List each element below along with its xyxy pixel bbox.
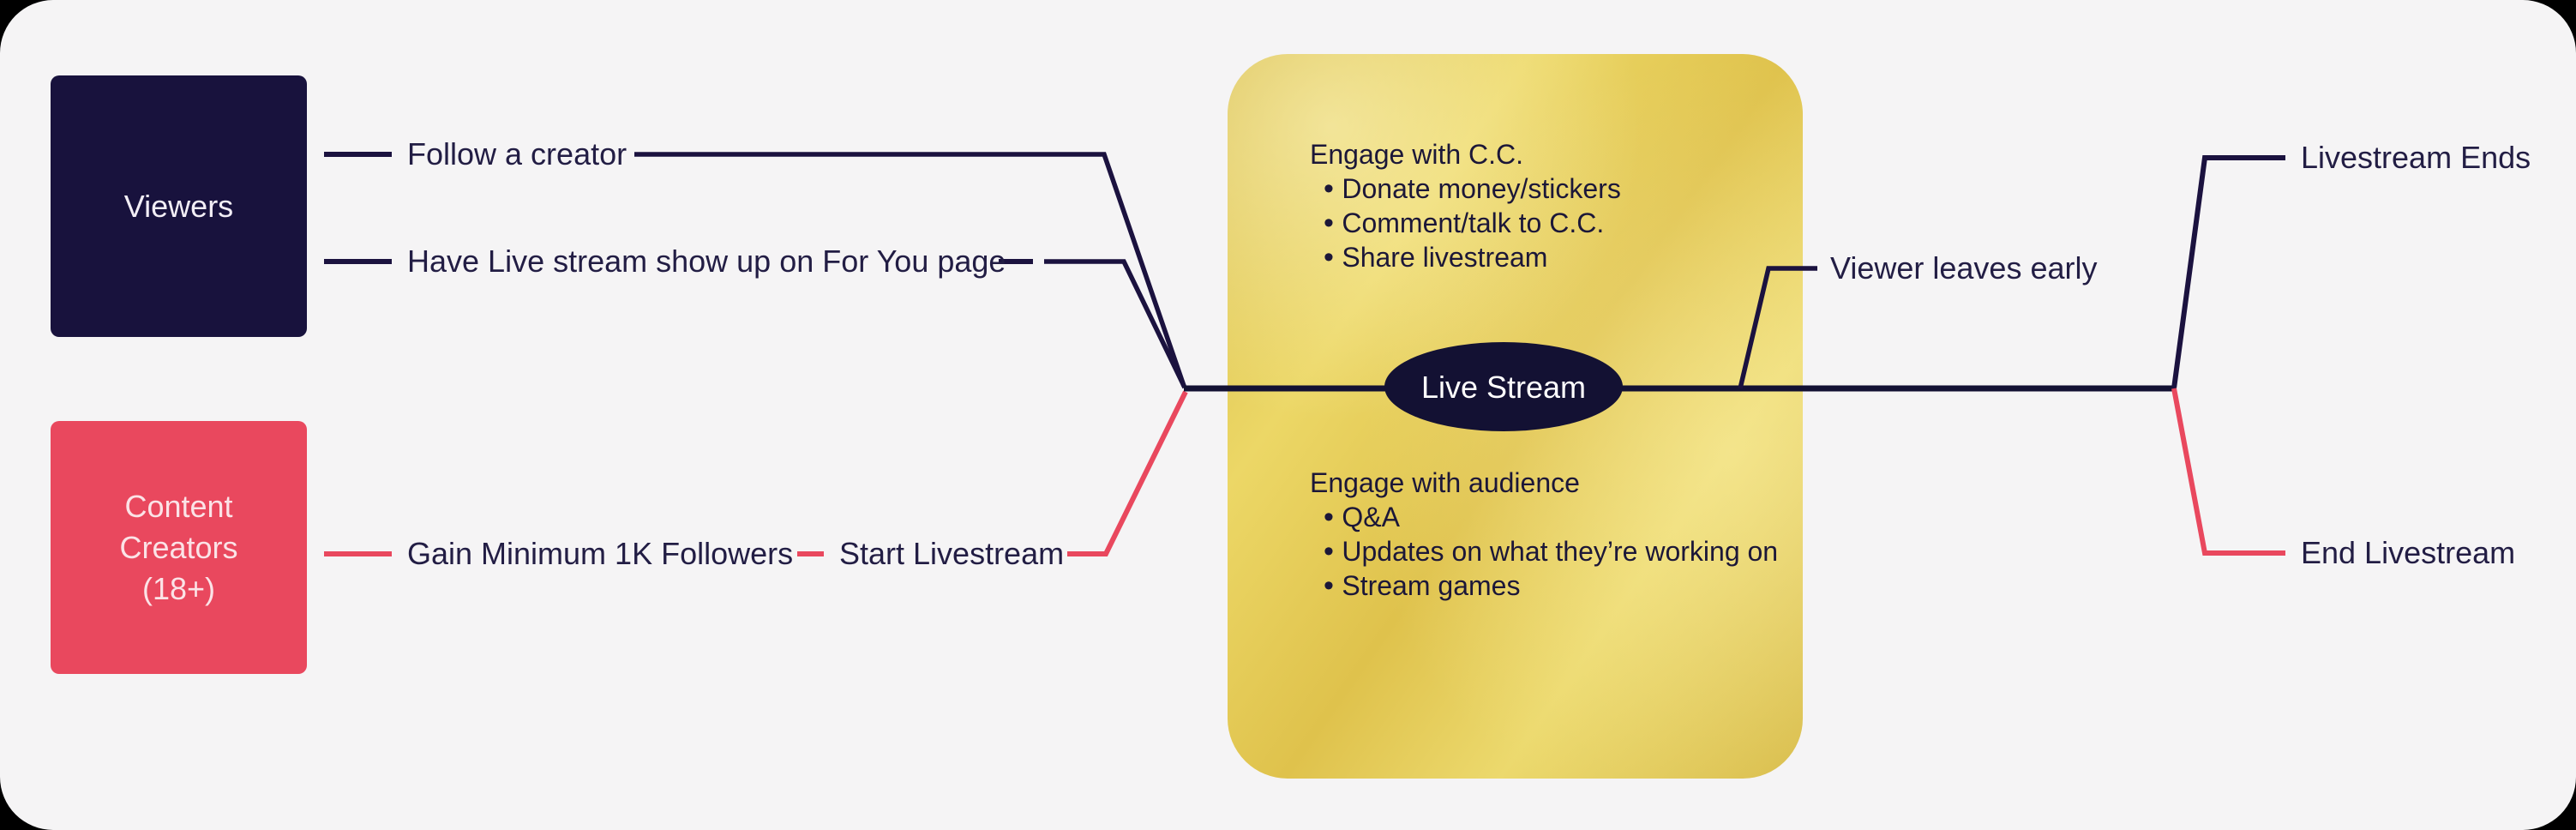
connector-viewer-leaves-branch [1738,266,1817,389]
connector-livestream-ends-branch [2171,155,2285,389]
bullet-item: Share livestream [1310,240,1621,274]
livestream-node-label: Live Stream [1421,370,1586,405]
content-creators-actor-box[interactable]: Content Creators (18+) [51,421,307,674]
outcome-viewer-leaves-early: Viewer leaves early [1830,250,2098,286]
connector-start-to-livestream [1067,390,1188,556]
outcome-livestream-ends: Livestream Ends [2301,140,2531,175]
viewers-actor-box[interactable]: Viewers [51,75,307,337]
livestream-node[interactable] [1384,342,1623,431]
creator-engagement-list: Q&A Updates on what they’re working on S… [1310,500,1778,603]
viewer-engagement-note: Engage with C.C. Donate money/stickers C… [1310,137,1621,274]
creator-engagement-title: Engage with audience [1310,467,1580,498]
connector-foryou-to-livestream [1044,259,1187,389]
creator-engagement-note: Engage with audience Q&A Updates on what… [1310,466,1778,603]
outcome-end-livestream: End Livestream [2301,535,2516,570]
bullet-item: Donate money/stickers [1310,171,1620,206]
bullet-item: Comment/talk to C.C. [1310,206,1621,240]
step-follow-creator: Follow a creator [407,136,627,171]
content-creators-label: Content Creators (18+) [119,488,238,606]
connector-follow-to-livestream [634,152,1186,387]
step-foryou-page: Have Live stream show up on For You page [407,244,1006,279]
bullet-item: Updates on what they’re working on [1310,534,1778,568]
bullet-item: Stream games [1310,568,1778,603]
viewers-label: Viewers [123,188,234,224]
step-start-livestream: Start Livestream [839,536,1065,571]
step-gain-followers: Gain Minimum 1K Followers [407,536,794,571]
viewer-engagement-list: Donate money/stickers Comment/talk to C.… [1310,171,1621,274]
connector-end-livestream-branch [2171,388,2285,556]
viewer-engagement-title: Engage with C.C. [1310,139,1524,170]
bullet-item: Q&A [1310,500,1778,534]
